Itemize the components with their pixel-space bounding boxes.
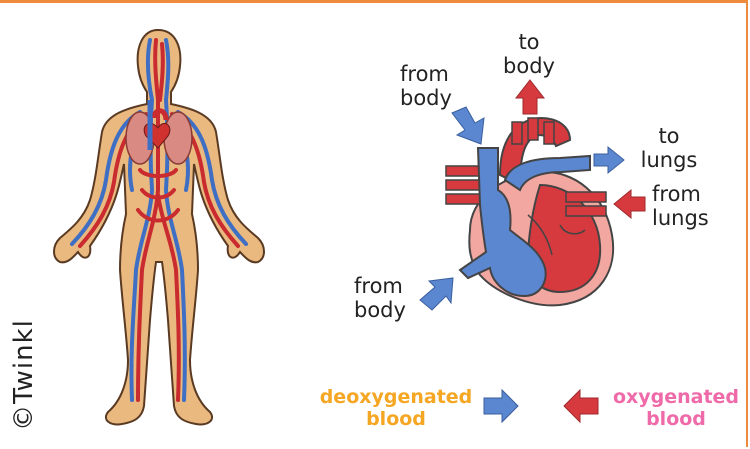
human-body-figure: [54, 30, 264, 424]
legend-text: blood: [316, 408, 476, 430]
label-text: body: [354, 298, 406, 322]
legend-oxygenated: oxygenated blood: [606, 386, 746, 430]
legend-text: oxygenated: [606, 386, 746, 408]
heart-diagram: [446, 118, 613, 305]
label-from-lungs: from lungs: [652, 182, 709, 230]
arrow-from-lungs: [614, 190, 645, 218]
left-vessel-1: [446, 166, 482, 176]
copyright-text: ©Twinkl: [9, 319, 39, 431]
label-text: to: [503, 30, 555, 54]
label-text: from: [652, 182, 709, 206]
aorta-branch-3: [544, 122, 554, 144]
label-to-lungs: to lungs: [638, 124, 700, 172]
legend-text: deoxygenated: [316, 386, 476, 408]
label-text: body: [400, 86, 452, 110]
aorta-branch-2: [528, 118, 538, 140]
arrow-to-lungs: [594, 147, 624, 173]
legend-red-arrow: [564, 390, 598, 422]
label-text: body: [503, 54, 555, 78]
label-text: to: [638, 124, 700, 148]
legend-text: blood: [606, 408, 746, 430]
label-from-body-bottom: from body: [354, 274, 406, 322]
label-text: lungs: [652, 206, 709, 230]
legend-blue-arrow: [484, 390, 518, 422]
label-to-body: to body: [503, 30, 555, 78]
arrow-to-body: [516, 80, 544, 114]
arrow-from-body-bottom: [420, 278, 453, 310]
label-text: from: [354, 274, 406, 298]
legend-deoxygenated: deoxygenated blood: [316, 386, 476, 430]
label-text: from: [400, 62, 452, 86]
pulmonary-vein-2: [566, 206, 606, 216]
pulmonary-vein-1: [566, 192, 606, 202]
label-text: lungs: [638, 148, 700, 172]
left-vessel-2: [446, 180, 482, 190]
label-from-body-top: from body: [400, 62, 452, 110]
left-vessel-3: [446, 194, 482, 204]
aorta-branch-1: [512, 122, 522, 144]
arrow-from-body-top: [452, 107, 484, 144]
